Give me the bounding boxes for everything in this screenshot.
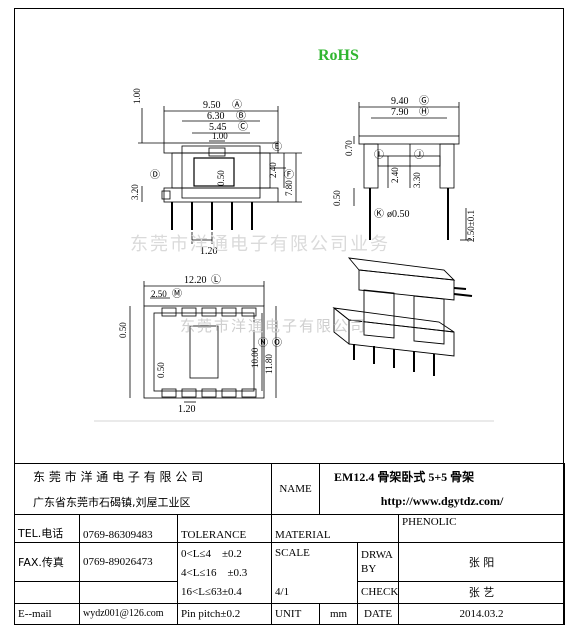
email-value: wydz001@126.com [79, 602, 178, 626]
svg-text:2.50±0.1: 2.50±0.1 [466, 210, 476, 242]
unit-label: UNIT [271, 602, 321, 626]
svg-text:0.50: 0.50 [332, 190, 342, 206]
svg-text:Ⓔ: Ⓔ [272, 141, 282, 153]
svg-text:9.50: 9.50 [203, 100, 221, 111]
drawn-by-value: 张 阳 [398, 542, 566, 583]
svg-text:Ⓖ: Ⓖ [419, 95, 429, 107]
svg-text:12.20: 12.20 [184, 275, 207, 286]
material-label: MATERIAL [271, 514, 400, 544]
tolerance-range-1: 0<L≤4 ±0.2 [176, 542, 273, 563]
product-name: EM12.4 骨架卧式 5+5 骨架 [319, 463, 566, 490]
watermark-secondary: 东莞市洋通电子有限公司 [180, 317, 368, 335]
svg-text:2.50: 2.50 [151, 289, 167, 299]
drawn-by-label: DRWA BY [357, 542, 400, 583]
svg-text:10.00: 10.00 [250, 347, 260, 368]
fax-value: 0769-89026473 [79, 542, 178, 583]
svg-text:5.45: 5.45 [209, 122, 227, 133]
check-label: CHECK [357, 581, 400, 604]
tolerance-range-2: 4<L≤16 ±0.3 [176, 562, 273, 582]
svg-text:6.30: 6.30 [207, 111, 225, 122]
svg-text:9.40: 9.40 [391, 96, 409, 107]
svg-text:7.80: 7.80 [284, 180, 294, 196]
svg-text:0.50: 0.50 [118, 322, 128, 338]
svg-text:1.20: 1.20 [178, 404, 196, 415]
svg-text:Ⓞ: Ⓞ [272, 337, 282, 349]
svg-text:Ⓜ: Ⓜ [172, 288, 182, 300]
material-value: PHENOLIC [398, 514, 566, 544]
svg-text:Ⓕ: Ⓕ [284, 169, 294, 181]
svg-text:Ⓛ: Ⓛ [211, 274, 221, 286]
svg-text:3.30: 3.30 [412, 172, 422, 188]
title-block: 东 莞 市 洋 通 电 子 有 限 公 司 NAME EM12.4 骨架卧式 5… [13, 462, 566, 626]
scale-label: SCALE [271, 542, 359, 563]
fax-label: FAX.传真 [14, 542, 80, 583]
tolerance-label: TOLERANCE [176, 514, 273, 544]
svg-text:0.50: 0.50 [156, 362, 166, 378]
scale-value: 4/1 [271, 581, 359, 604]
svg-text:7.90: 7.90 [391, 107, 409, 118]
svg-text:0.50: 0.50 [216, 170, 226, 186]
svg-text:ø0.50: ø0.50 [387, 209, 410, 220]
bottom-view-labels: 12.20 Ⓛ 2.50 Ⓜ 0.50 0.50 10.00 11.80 Ⓝ Ⓞ 1.… [118, 274, 282, 415]
company-name: 东 莞 市 洋 通 电 子 有 限 公 司 [13, 463, 273, 490]
unit-value: mm [319, 602, 359, 626]
svg-text:3.20: 3.20 [130, 184, 140, 200]
svg-text:Ⓗ: Ⓗ [419, 106, 429, 118]
tolerance-range-3: 16<L≤63±0.4 [176, 581, 273, 604]
date-value: 2014.03.2 [398, 602, 566, 626]
svg-text:Ⓚ: Ⓚ [374, 208, 384, 220]
svg-text:Ⓑ: Ⓑ [236, 110, 246, 122]
svg-text:Ⓐ: Ⓐ [232, 99, 242, 111]
svg-text:0.70: 0.70 [344, 140, 354, 156]
tel-label: TEL.电话 [14, 514, 80, 544]
checked-by-value: 张 艺 [398, 581, 566, 604]
svg-text:11.80: 11.80 [264, 354, 274, 374]
svg-text:1.00: 1.00 [212, 131, 228, 141]
svg-text:Ⓘ: Ⓘ [374, 149, 384, 161]
tel-value: 0769-86309483 [79, 514, 178, 544]
svg-text:Ⓝ: Ⓝ [258, 337, 268, 349]
email-label: E--mail [14, 602, 80, 626]
company-address: 广东省东莞市石碣镇,刘屋工业区 [13, 489, 273, 516]
bottom-view [129, 281, 277, 403]
svg-text:2.40: 2.40 [268, 162, 278, 178]
watermark: 东莞市洋通电子有限公司业务 [130, 234, 390, 255]
isometric-view [332, 257, 473, 376]
svg-text:1.00: 1.00 [132, 88, 142, 104]
name-label: NAME [271, 462, 321, 516]
svg-text:Ⓒ: Ⓒ [238, 121, 248, 133]
side-view [353, 102, 472, 241]
date-label: DATE [357, 602, 400, 626]
svg-text:Ⓓ: Ⓓ [150, 169, 160, 181]
rohs-label: RoHS [318, 47, 359, 64]
svg-text:2.40: 2.40 [390, 167, 400, 183]
front-view [138, 106, 302, 244]
drawing-frame [14, 8, 564, 625]
svg-text:Ⓙ: Ⓙ [414, 149, 424, 161]
tolerance-pin-pitch: Pin pitch±0.2 [176, 602, 273, 626]
scale-spacer [271, 562, 359, 582]
svg-text:1.20: 1.20 [200, 246, 218, 257]
company-url: http://www.dgytdz.com/ [319, 489, 566, 516]
